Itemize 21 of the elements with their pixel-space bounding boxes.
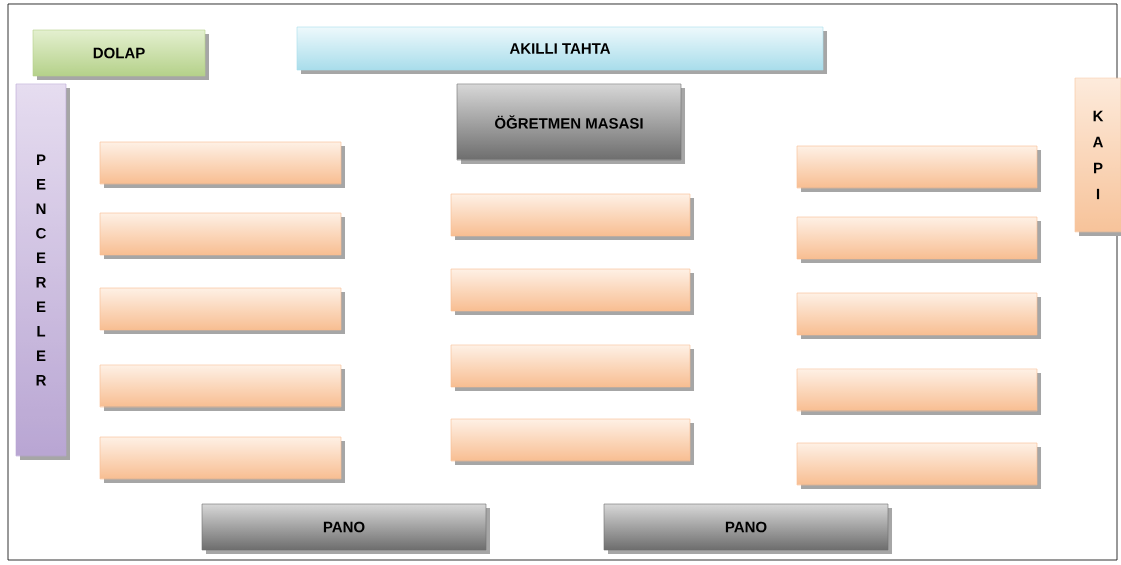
window-box: P E N C E R E L E R xyxy=(15,83,70,460)
desk-box xyxy=(99,212,345,259)
desk-box xyxy=(450,268,694,315)
desk-box xyxy=(450,418,694,465)
desk-box xyxy=(99,364,345,411)
cabinet-box: DOLAP xyxy=(32,29,209,80)
desk-box xyxy=(796,145,1041,192)
notice-board-box: PANO xyxy=(201,503,490,554)
notice-board-box: PANO xyxy=(603,503,892,554)
board-box: AKILLI TAHTA xyxy=(296,26,827,74)
desk-box xyxy=(450,344,694,391)
desk-box xyxy=(450,193,694,240)
desk-box xyxy=(796,442,1041,489)
desk-box xyxy=(99,287,345,334)
desk-box xyxy=(99,141,345,188)
desk-box xyxy=(796,216,1041,263)
desk-box xyxy=(796,292,1041,339)
teacher-desk-box: ÖĞRETMEN MASASI xyxy=(456,83,685,164)
door-box: K A P I xyxy=(1074,77,1121,236)
desk-box xyxy=(99,436,345,483)
desk-box xyxy=(796,368,1041,415)
